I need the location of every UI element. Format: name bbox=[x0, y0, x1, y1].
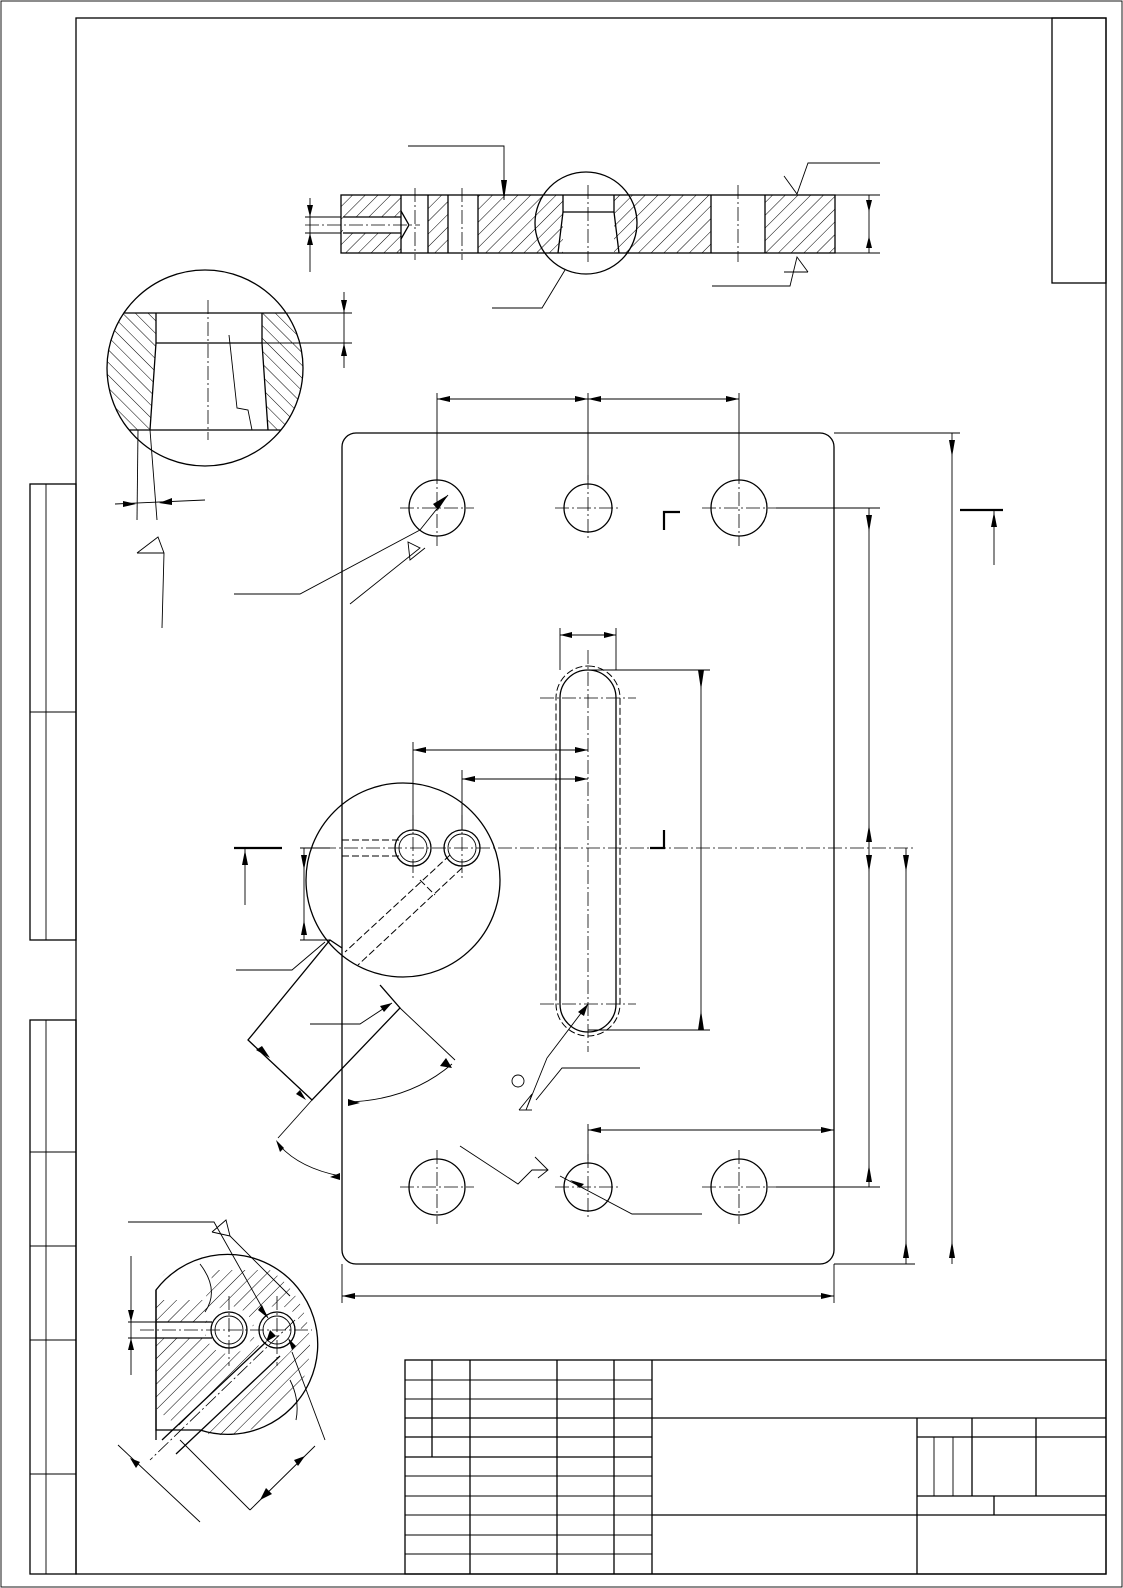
plan-view-plate bbox=[234, 393, 1003, 1303]
title-block bbox=[404, 1359, 1107, 1575]
detail-view-angled-holes bbox=[117, 1219, 326, 1523]
detail-view-countersink bbox=[106, 269, 352, 629]
section-view bbox=[305, 145, 880, 309]
